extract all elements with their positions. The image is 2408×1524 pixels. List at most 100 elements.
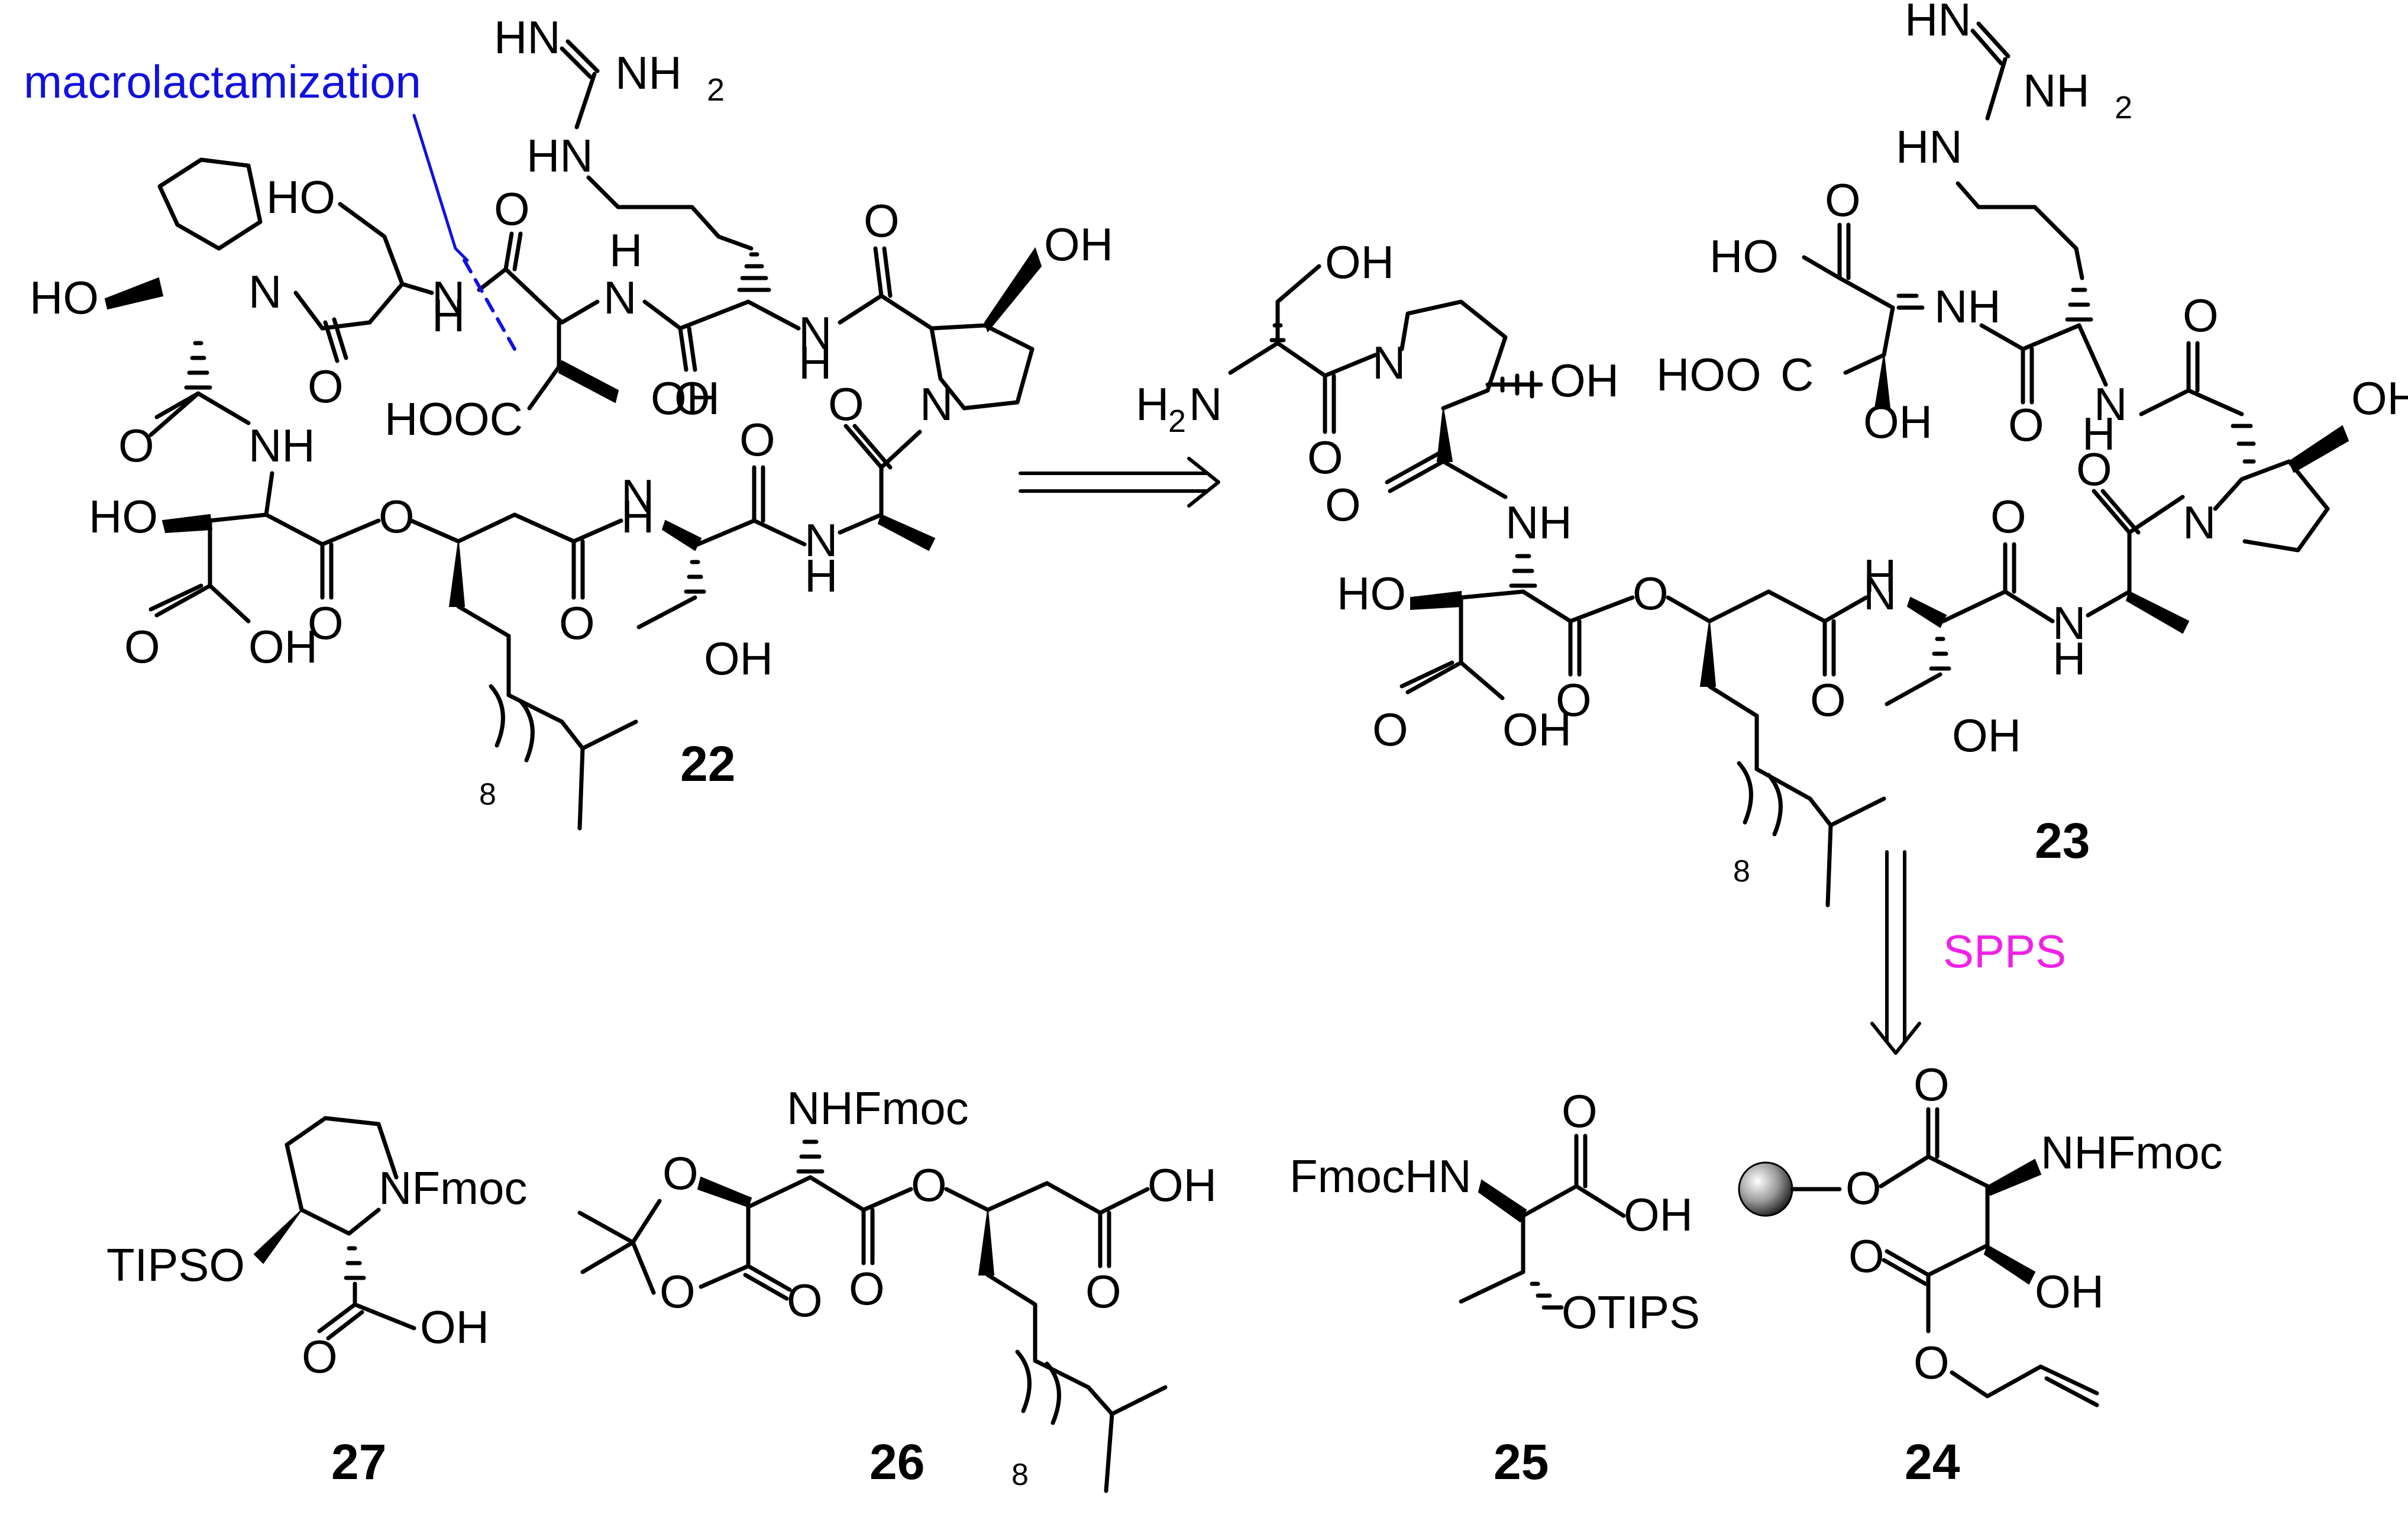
atom-label: H <box>621 490 654 543</box>
repeat-count: 8 <box>479 777 496 812</box>
atom-label: O <box>1810 674 1846 726</box>
atom-label: O <box>2076 443 2112 495</box>
compound-22: HN NH 2 HN HO H N O O H N O N H <box>30 11 1113 831</box>
atom-label: FmocHN <box>1289 1150 1472 1202</box>
resin-bead-icon <box>1738 1161 1793 1217</box>
atom-label: NH <box>1505 496 1572 548</box>
atom-label: OH <box>420 1301 489 1353</box>
atom-label: N <box>621 470 654 522</box>
atom-label: O <box>1914 1336 1950 1389</box>
atom-label: NH <box>1934 280 2001 332</box>
atom-label: N <box>432 272 465 324</box>
retro-arrow-horizontal <box>1019 457 1220 508</box>
atom-label: N <box>2053 597 2086 649</box>
atom-label: N <box>804 514 838 566</box>
atom-label: HN <box>1896 121 1963 173</box>
compound-label-25: 25 <box>1494 1434 1549 1490</box>
atom-label: O <box>739 414 775 466</box>
atom-label: NH <box>615 47 682 99</box>
atom-label: N <box>920 378 953 430</box>
atom-label: HOOC <box>384 393 523 445</box>
atom-label: OH <box>1502 703 1572 755</box>
compound-label-24: 24 <box>1905 1434 1960 1490</box>
atom-label: OH <box>1550 354 1619 406</box>
atom-label: O <box>1562 1085 1598 1137</box>
atom-label: O <box>302 1331 338 1383</box>
atom-label: NHFmoc <box>787 1082 969 1134</box>
atom-label: OH <box>1863 396 1932 448</box>
atom-label: OH <box>704 632 773 684</box>
atom-label: HOO <box>1656 348 1761 401</box>
atom-label: O <box>1085 1265 1121 1318</box>
atom-label: HO <box>1337 567 1406 619</box>
atom-label: OH <box>2351 372 2408 424</box>
atom-label: O <box>849 1263 885 1315</box>
atom-label: O <box>118 419 154 472</box>
atom-label: HN <box>494 11 561 63</box>
atom-label: N <box>799 307 832 359</box>
atom-label: O <box>674 372 710 424</box>
compound-27: NFmoc TIPSO O OH 27 <box>106 1116 527 1490</box>
atom-label: HN <box>1905 0 1971 46</box>
atom-label: OH <box>1952 709 2021 761</box>
atom-label: O <box>1307 431 1343 483</box>
atom-label: H <box>1863 550 1896 602</box>
atom-label: HN <box>526 130 593 182</box>
atom-label: O <box>1825 174 1861 226</box>
repeat-count: 8 <box>1733 854 1750 889</box>
atom-label: O <box>828 378 864 430</box>
atom-label: N <box>2094 378 2127 430</box>
atom-label: N <box>1863 567 1896 619</box>
atom-label: O <box>662 1147 699 1199</box>
repeat-count: 8 <box>1011 1458 1029 1492</box>
atom-label: O <box>559 597 595 649</box>
atom-label: N <box>603 272 636 324</box>
compound-label-26: 26 <box>870 1434 925 1490</box>
atom-label: OH <box>1325 236 1394 288</box>
atom-label: N <box>2183 496 2216 548</box>
atom-label: O <box>787 1274 823 1326</box>
atom-label: H <box>804 550 838 602</box>
atom-label: NH <box>248 419 315 472</box>
atom-label: N <box>1189 378 1222 430</box>
atom-label: O <box>1990 490 2026 543</box>
compound-24: O O NHFmoc OH O O 24 <box>1738 1058 2223 1490</box>
atom-label: O <box>2183 289 2219 341</box>
atom-label: 2 <box>707 72 725 108</box>
atom-label: C <box>1780 348 1814 401</box>
atom-label: O <box>494 183 530 235</box>
atom-label: HO <box>30 272 99 324</box>
atom-label: O <box>660 1265 696 1318</box>
cleavage-label: macrolactamization <box>24 56 421 108</box>
atom-label: OTIPS <box>1562 1286 1700 1338</box>
atom-label: HO <box>89 490 158 543</box>
atom-label: 2 <box>1168 403 1186 439</box>
atom-label: O <box>1914 1058 1950 1110</box>
atom-label: H <box>609 224 642 276</box>
atom-label: O <box>1845 1162 1882 1214</box>
atom-label: NFmoc <box>379 1162 527 1214</box>
atom-label: NH <box>2023 64 2090 117</box>
atom-label: O <box>1325 479 1361 531</box>
retro-arrow-vertical: SPPS <box>1870 850 2066 1055</box>
atom-label: O <box>1556 674 1592 726</box>
compound-23: HN NH 2 HN OH H 2 N O N OH O NH HO <box>1136 0 2408 908</box>
spps-label: SPPS <box>1943 925 2066 977</box>
atom-label: O <box>124 621 160 673</box>
atom-label: N <box>248 266 282 318</box>
compound-label-22: 22 <box>680 736 735 792</box>
compound-label-27: 27 <box>331 1434 386 1490</box>
atom-label: H <box>432 289 465 341</box>
atom-label: TIPSO <box>106 1239 245 1291</box>
atom-label: O <box>2008 399 2044 451</box>
macrolactamization-annotation: macrolactamization <box>24 56 516 351</box>
atom-label: H <box>1136 378 1169 430</box>
atom-label: O <box>911 1159 947 1211</box>
atom-label: OH <box>1044 218 1113 270</box>
atom-label: O <box>1848 1230 1885 1282</box>
atom-label: OH <box>1624 1189 1693 1241</box>
atom-label: H <box>799 337 832 389</box>
atom-label: HO <box>1709 230 1779 282</box>
atom-label: NHFmoc <box>2041 1126 2223 1178</box>
